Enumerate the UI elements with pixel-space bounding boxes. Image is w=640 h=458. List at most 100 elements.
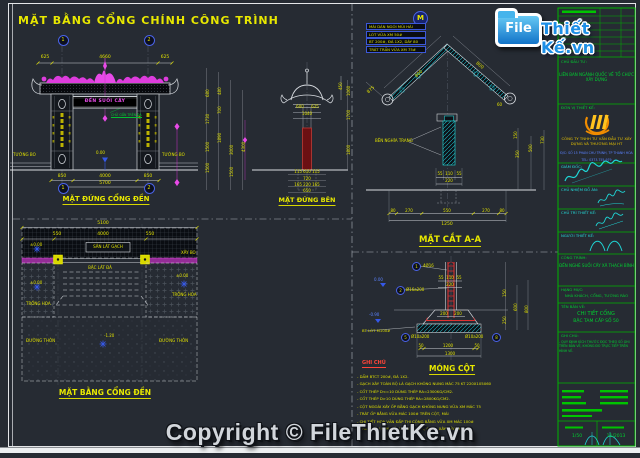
- dim-label: 730: [540, 136, 545, 144]
- flowerbed-label-right: TRỒNG HOA: [172, 291, 197, 297]
- dim-label: 680: [205, 89, 210, 97]
- grid-bubble-1: 1: [57, 35, 69, 46]
- level-label: -1.20: [104, 332, 115, 338]
- rebar-callout-bubble: 1: [412, 262, 421, 271]
- dim-label: 600: [296, 104, 304, 109]
- grid-bubble-2: 2: [143, 182, 155, 194]
- dim-label: 55: [456, 171, 462, 176]
- signature-role-lead-designer: CHỦ TRÌ THIẾT KẾ:: [561, 210, 597, 215]
- sheet-title: MẶT BẰNG CỔNG CHÍNH CÔNG TRÌNH: [18, 14, 279, 27]
- dim-label: 650: [303, 188, 311, 193]
- dim-label: 1890: [217, 132, 222, 143]
- title-block-lines: [557, 7, 636, 447]
- copyright-watermark: Copyright © FileThietKe.vn: [165, 419, 475, 445]
- dim-label: 700: [217, 106, 222, 114]
- dim-label: 850: [57, 174, 67, 179]
- flowerbed-label-left: TRỒNG HOA: [26, 300, 51, 306]
- dim-label: 500: [528, 144, 533, 152]
- dim-total-label: 220: [445, 178, 453, 183]
- dim-label: 55: [437, 171, 443, 176]
- filethietke-logo: Thiết Kế.vn: [541, 19, 595, 57]
- titleblock-table-bars: [562, 10, 628, 429]
- gate-sign-text: ĐỀN SUỐI CÂY: [84, 99, 126, 104]
- dim-label: 1730: [205, 113, 210, 124]
- date-value: 11/2013: [606, 434, 626, 439]
- signature-role-director: GIÁM ĐỐC:: [561, 164, 583, 169]
- curb-label: XÂY BO: [181, 249, 196, 255]
- roof-note-1: MÁI DÁN NGÓI MŨI HÀI: [366, 23, 426, 31]
- dim-label: 1200: [442, 343, 454, 348]
- dim-label: 50: [474, 343, 480, 348]
- dim-total-label: 1300: [444, 350, 456, 356]
- investor-label: CHỦ ĐẦU TƯ:: [561, 59, 587, 64]
- sign-note: CHỮ GẮN TRÊN ĐÁ: [111, 113, 142, 119]
- dim-label: 720: [303, 175, 311, 181]
- dim-label: 1800: [346, 144, 351, 155]
- dim-label: 600: [513, 303, 518, 311]
- dim-total-label: 220: [446, 281, 454, 287]
- rebar-callout-bubble: 5: [401, 333, 410, 342]
- dim-total-label: 1250: [441, 221, 453, 227]
- rebar-label: Ø10a200: [465, 333, 484, 339]
- drawing-name-label: TÊN BẢN VẼ:: [561, 304, 586, 309]
- company-name: CÔNG TY TNHH TƯ VẤN ĐẦU TƯ XÂY DỰNG VÀ T…: [561, 136, 632, 146]
- note-line: - CỐT THÉP D>10 DÙNG THÉP RA=2800KG/CM2.: [357, 396, 450, 401]
- dim-label: 4300: [241, 141, 246, 152]
- dim-label: 80: [499, 207, 505, 213]
- note-line: - THÂN GẮN ĐỀN CỔNG CAO 50.5M, GẠCH XÂY …: [357, 426, 472, 431]
- dim-label: 480: [217, 87, 222, 95]
- front-elevation-title: MẶT ĐỨNG CỔNG ĐỀN: [62, 195, 150, 205]
- level-markers: [33, 245, 188, 348]
- wall-label-right: TƯỜNG BO: [162, 152, 185, 157]
- dim-label: 200: [440, 310, 448, 316]
- level-label: ±0.00: [30, 242, 43, 247]
- drawing-name-line2: BẬC TAM CẤP SỐ 50: [573, 319, 619, 324]
- company-logo-emblem: [584, 109, 610, 136]
- section-title: MẶT CẮT A-A: [418, 235, 482, 247]
- dim-label: 80: [390, 207, 396, 213]
- dim-label: 4000: [97, 231, 109, 237]
- project-label: CÔNG TRÌNH:: [561, 255, 587, 260]
- note-line: - CỘT NGOÀI XÂY ỐP BẰNG GẠCH KHÔNG NUNG …: [357, 403, 481, 409]
- company-address: Đ/C: SỐ 15 PHAN CHU TRINH, TP THANH HÓA: [560, 151, 633, 155]
- dim-label: 4000: [99, 174, 111, 179]
- rebar-label: Ø10a200: [411, 333, 430, 339]
- front-elevation-drawing: [10, 46, 248, 192]
- design-unit-label: ĐƠN VỊ THIẾT KẾ:: [561, 105, 595, 110]
- couplet-glyphs: [60, 113, 150, 147]
- dim-label: 60: [497, 102, 503, 107]
- level-label: ±0.00: [30, 280, 43, 285]
- road-label-right: ĐƯỜNG THÔN: [159, 337, 189, 343]
- side-elevation-drawing: [206, 62, 348, 196]
- filethietke-folder-icon: File: [495, 8, 542, 47]
- dim-label: 200: [454, 310, 462, 316]
- company-phone: TEL: 0373.755.979: [581, 157, 612, 162]
- dim-label: 4660: [99, 55, 111, 60]
- wall-note: BÊN NGHĨA TRANG: [375, 138, 413, 143]
- dim-label: 250: [502, 316, 507, 324]
- rebar-label: 4Ø16: [423, 262, 434, 268]
- dim-label: 850: [143, 174, 153, 179]
- note-line: - CHI TIẾT HOA VĂN ĐẮP THI CÔNG BẰNG VỮA…: [357, 418, 474, 424]
- dim-label: 3000: [229, 144, 234, 155]
- roof-note-3: BT 200#, ĐÁ 1X2, DÀY 80: [366, 38, 426, 46]
- dim-total-label: 5700: [99, 180, 111, 186]
- dim-label: 110: [446, 274, 454, 280]
- road-label-left: ĐƯỜNG THÔN: [26, 337, 56, 343]
- plan-title: MẶT BẰNG CỔNG ĐỀN: [58, 388, 152, 399]
- notes-heading: GHI CHÚ: [362, 360, 386, 368]
- dim-label: 1060: [346, 85, 351, 96]
- dim-label: 550: [52, 231, 62, 237]
- rebar-callout-bubble: 8: [492, 333, 501, 342]
- dim-label: 550: [443, 207, 451, 213]
- tb-note-text: - QUY ĐỊNH KÍCH THƯỚC ĐỌC THEO SỐ GHI TR…: [559, 340, 630, 353]
- dim-total-label: 1040: [301, 110, 313, 116]
- dim-label: 150: [513, 131, 518, 139]
- note-line: - TRÁT ỐP BẰNG VỮA MÁC 100# TRÊN CỘT, MÁ…: [357, 411, 449, 416]
- foundation-drawing: [365, 256, 529, 360]
- project-name: ĐỀN NGHÈ SUỐI CÂY XÃ THẠCH BÌNH: [559, 263, 634, 268]
- rebar-callout-bubble: 2: [396, 286, 405, 295]
- level-label: ±0.00: [176, 272, 189, 278]
- dim-label: 270: [482, 207, 490, 213]
